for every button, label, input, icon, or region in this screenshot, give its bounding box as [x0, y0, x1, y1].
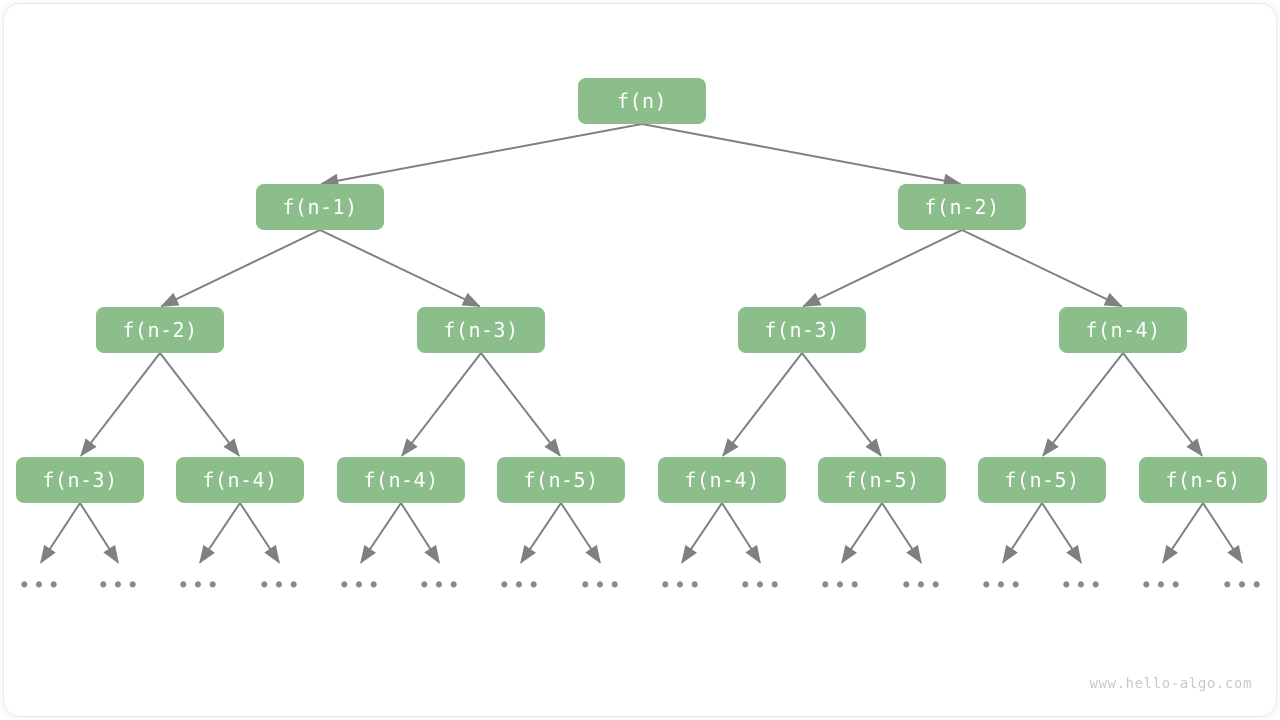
tree-edge: [802, 229, 963, 308]
leaf-ellipsis: •••: [1221, 573, 1265, 598]
tree-node[interactable]: f(n-3): [417, 307, 545, 353]
tree-node[interactable]: f(n-4): [658, 457, 786, 503]
leaf-ellipsis: •••: [819, 573, 863, 598]
tree-edge: [1042, 352, 1124, 457]
tree-node[interactable]: f(n-2): [898, 184, 1026, 230]
tree-edge: [721, 502, 762, 564]
tree-edge: [841, 502, 883, 564]
tree-node[interactable]: f(n-1): [256, 184, 384, 230]
tree-edge: [1001, 502, 1043, 564]
leaf-ellipsis: •••: [739, 573, 783, 598]
tree-edge: [80, 352, 161, 457]
tree-node[interactable]: f(n-5): [497, 457, 625, 503]
tree-edge: [1162, 502, 1204, 564]
tree-edge: [39, 502, 81, 564]
tree-edge: [1041, 502, 1083, 564]
tree-edge: [722, 352, 803, 457]
tree-edge: [400, 502, 441, 564]
tree-edge: [319, 229, 481, 308]
tree-edge: [79, 502, 120, 564]
tree-edge: [360, 502, 402, 564]
tree-node[interactable]: f(n-4): [337, 457, 465, 503]
tree-edge: [160, 229, 321, 308]
tree-edge: [1202, 502, 1244, 564]
tree-edge: [199, 502, 241, 564]
tree-edge: [159, 352, 240, 457]
leaf-ellipsis: •••: [579, 573, 623, 598]
tree-node[interactable]: f(n-3): [16, 457, 144, 503]
tree-node[interactable]: f(n-4): [176, 457, 304, 503]
leaf-ellipsis: •••: [498, 573, 542, 598]
tree-node[interactable]: f(n-4): [1059, 307, 1187, 353]
tree-edge: [401, 352, 482, 457]
tree-edge: [801, 352, 882, 457]
tree-edge: [480, 352, 561, 457]
tree-edge: [320, 123, 643, 188]
leaf-ellipsis: •••: [900, 573, 944, 598]
tree-node[interactable]: f(n-2): [96, 307, 224, 353]
tree-edge: [641, 123, 962, 188]
leaf-ellipsis: •••: [1140, 573, 1184, 598]
tree-node[interactable]: f(n-6): [1139, 457, 1267, 503]
leaf-ellipsis: •••: [338, 573, 382, 598]
leaf-ellipsis: •••: [1060, 573, 1104, 598]
tree-node[interactable]: f(n-5): [818, 457, 946, 503]
tree-edge: [1122, 352, 1203, 457]
tree-edge: [560, 502, 602, 564]
leaf-ellipsis: •••: [177, 573, 221, 598]
leaf-ellipsis: •••: [659, 573, 703, 598]
tree-edge: [881, 502, 923, 564]
leaf-ellipsis: •••: [258, 573, 302, 598]
watermark: www.hello-algo.com: [1089, 676, 1252, 692]
leaf-ellipsis: •••: [18, 573, 62, 598]
tree-edge: [520, 502, 562, 564]
leaf-ellipsis: •••: [418, 573, 462, 598]
tree-edge: [961, 229, 1123, 308]
tree-node[interactable]: f(n): [578, 78, 706, 124]
tree-edge: [239, 502, 281, 564]
leaf-ellipsis: •••: [97, 573, 141, 598]
tree-node[interactable]: f(n-3): [738, 307, 866, 353]
leaf-ellipsis: •••: [980, 573, 1024, 598]
tree-edge: [681, 502, 723, 564]
tree-node[interactable]: f(n-5): [978, 457, 1106, 503]
